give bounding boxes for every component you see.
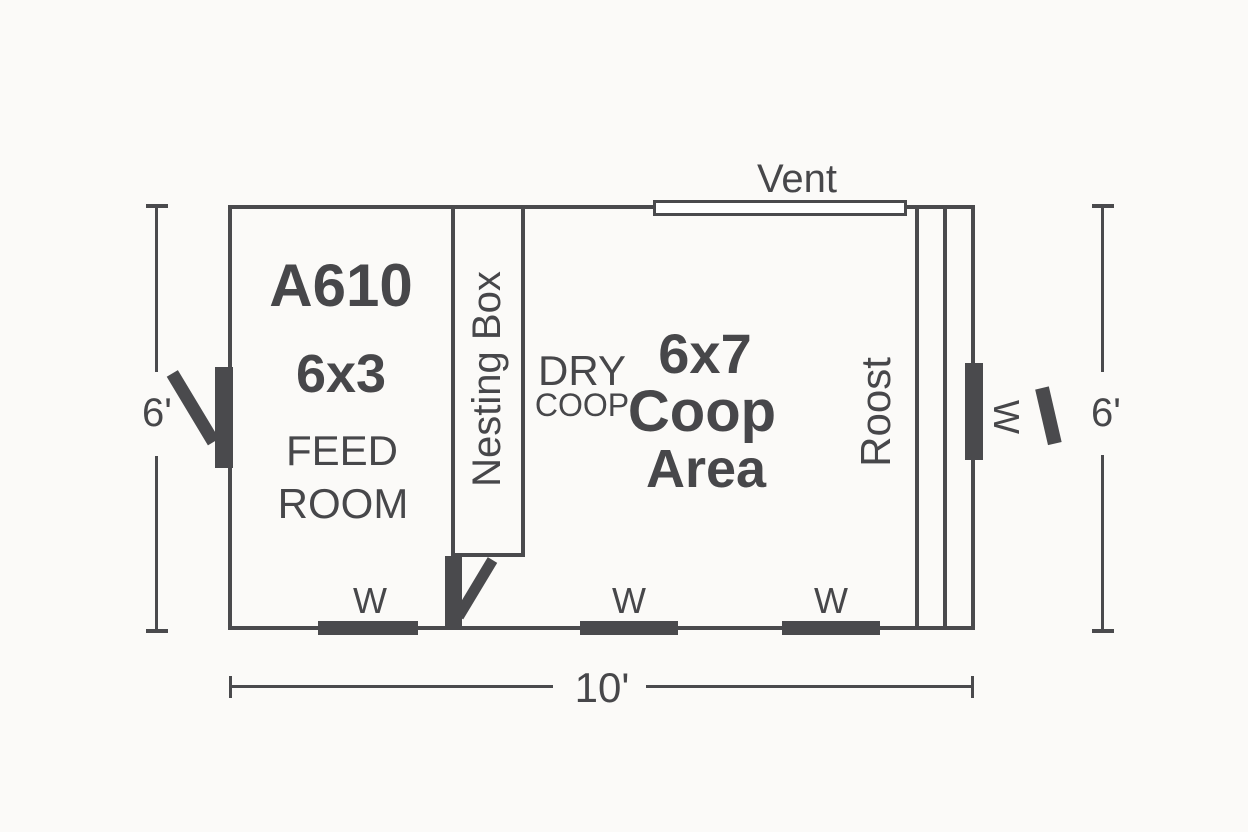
left-dimension-line-upper <box>155 206 158 372</box>
right-window-leaf <box>1035 386 1062 446</box>
coop-area-size-label: 6x7 <box>658 322 752 385</box>
right-height-dimension-label: 6' <box>1091 391 1121 435</box>
nesting-box-partition-right <box>521 209 525 557</box>
right-dimension-line-upper <box>1101 206 1104 372</box>
bottom-window-label: W <box>353 580 387 621</box>
nesting-box-partition-bottom <box>451 553 525 557</box>
dry-coop-label-line1: DRY <box>538 347 626 394</box>
bottom-door-jamb <box>445 556 462 629</box>
coop-area-label-line1: Coop <box>627 379 777 444</box>
bottom-window-bar <box>580 621 678 635</box>
bottom-window-bar <box>782 621 880 635</box>
vent-opening <box>653 200 907 216</box>
left-dimension-line-lower <box>155 456 158 630</box>
feed-room-label-line1: FEED <box>285 427 399 474</box>
roost-label: Roost <box>852 357 899 467</box>
bottom-window-label: W <box>612 580 646 621</box>
nesting-box-partition-left <box>451 209 455 557</box>
bottom-dimension-line-left <box>231 685 553 688</box>
right-dimension-line-lower <box>1101 455 1104 630</box>
bottom-dimension-tick-left <box>229 676 232 698</box>
left-door-leaf <box>166 370 220 446</box>
right-window-label: W <box>986 400 1027 434</box>
vent-label: Vent <box>756 157 838 201</box>
model-label: A610 <box>269 252 413 319</box>
feed-room-size-label: 6x3 <box>295 344 387 404</box>
feed-room-label-line2: ROOM <box>277 480 409 527</box>
left-dimension-cap-bottom <box>146 629 168 633</box>
bottom-dimension-line-right <box>646 685 973 688</box>
roost-partition-line-1 <box>915 209 919 626</box>
right-window-bar <box>965 363 983 460</box>
bottom-width-dimension-label: 10' <box>574 664 630 711</box>
coop-area-label-line2: Area <box>645 439 767 499</box>
left-height-dimension-label: 6' <box>142 391 172 435</box>
bottom-window-label: W <box>814 580 848 621</box>
nesting-box-label: Nesting Box <box>465 271 509 487</box>
dry-coop-label-line2: COOP <box>534 387 630 423</box>
roost-partition-line-2 <box>943 209 947 626</box>
bottom-dimension-tick-right <box>971 676 974 698</box>
bottom-window-bar <box>318 621 418 635</box>
left-door-jamb <box>215 367 233 468</box>
right-dimension-cap-bottom <box>1092 629 1114 633</box>
